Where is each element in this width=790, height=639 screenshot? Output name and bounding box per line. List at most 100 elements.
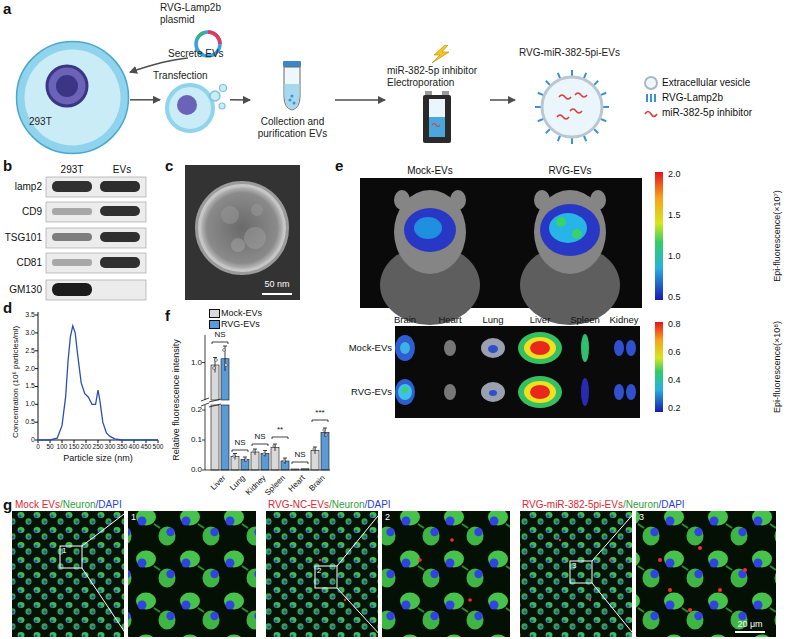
bar-chart (325, 434, 327, 436)
cell-shape (177, 95, 197, 115)
bar-chart (221, 405, 229, 470)
ivis-mice (572, 229, 582, 239)
electroporation-cuvette (423, 95, 451, 143)
figure-label: 200 (81, 443, 92, 450)
ev-shape (558, 136, 560, 142)
ivis-mice (540, 204, 600, 256)
tube-shape (285, 84, 300, 110)
western-blot (100, 181, 140, 192)
legend-icons (645, 77, 657, 117)
figure-label: 0 (31, 436, 35, 444)
western-blot (46, 280, 146, 300)
ivis-mice (360, 172, 663, 325)
cell-shape (210, 91, 220, 101)
bar-chart (202, 363, 205, 471)
figure-label: 1.5 (25, 382, 35, 390)
microscopy (668, 588, 672, 592)
ivis-mice (534, 190, 606, 274)
ivis-organs (524, 337, 556, 359)
ev-shape (601, 119, 607, 121)
microscopy (589, 599, 591, 601)
ivis-mice (549, 213, 587, 243)
title-part: /Neuron (329, 499, 365, 511)
ev-shape (546, 81, 550, 85)
western-blot (100, 206, 140, 216)
panel-letter: e (335, 157, 343, 174)
bar-chart (273, 445, 275, 447)
figure-label: 0.1 (191, 435, 202, 444)
figure-label: Liver (208, 473, 227, 492)
bar-chart (201, 398, 221, 407)
ivis-organs (581, 334, 589, 362)
bar-chart (211, 405, 219, 470)
ivis-mice (655, 172, 663, 300)
process-node: Secrete EVs (160, 48, 230, 133)
figure-label: 293T (61, 164, 84, 176)
em-image (251, 204, 263, 216)
electroporation-cuvette (429, 99, 445, 137)
cell-shape (15, 40, 130, 155)
bar-chart (323, 429, 325, 431)
ivis-organs (518, 376, 562, 408)
microscopy (468, 598, 472, 602)
ev-shape (557, 115, 569, 119)
bar-chart (211, 359, 329, 470)
ev-shape (603, 106, 609, 108)
bar-chart (321, 433, 329, 471)
ivis-organs (395, 326, 640, 418)
panel-letter: b (3, 157, 12, 174)
microscopy (592, 511, 636, 561)
panel-letter: f (165, 307, 170, 324)
legend-label: Extracellular vesicle (662, 77, 750, 89)
em-image (262, 293, 292, 295)
tube-shape (289, 99, 292, 102)
ivis-organs (395, 335, 415, 361)
ivis-mice (414, 217, 442, 239)
microscopy (337, 511, 382, 566)
panel-letter: g (3, 496, 12, 513)
figure-label: 2 (385, 512, 390, 522)
ivis-organs (518, 332, 562, 364)
figure-label: *** (315, 408, 324, 417)
em-image (244, 227, 266, 249)
ivis-mice (404, 208, 456, 252)
bar-chart (283, 460, 285, 462)
figure-label: Mock-EVs (407, 165, 453, 177)
figure-label: 0.4 (668, 375, 681, 385)
size-chart (35, 312, 158, 443)
ivis-mice (534, 190, 550, 210)
ivis-organs (626, 384, 636, 400)
panel-letter: a (3, 0, 11, 17)
figure-label: 400 (129, 443, 140, 450)
ivis-organs (400, 342, 410, 354)
microscopy (319, 559, 321, 561)
figure-label: Epi-fluorescence(×10⁷) (772, 190, 782, 282)
tube-shape (291, 95, 294, 98)
ev-shape (575, 93, 587, 97)
size-chart (38, 312, 39, 440)
microscopy (12, 511, 124, 637)
ivis-organs (581, 378, 589, 406)
figure-label: Mock-EVs (349, 343, 392, 354)
ev-shape (542, 77, 602, 137)
panel-letter: d (3, 299, 12, 316)
em-image (231, 238, 245, 252)
microscopy (450, 538, 454, 542)
western-blot (100, 232, 140, 242)
microscopy (60, 511, 765, 637)
figure-label: NS (294, 450, 305, 459)
western-blot (52, 283, 92, 296)
microscopy (570, 561, 592, 583)
microscopy (60, 546, 82, 568)
flow-arrow (130, 99, 160, 101)
em-image (185, 165, 300, 300)
figure-label: 300 (105, 443, 116, 450)
western-blot (46, 202, 146, 222)
size-chart (35, 315, 38, 440)
bar-chart (201, 335, 330, 470)
electroporation-cuvette (432, 124, 440, 127)
electroporation-cuvette (432, 45, 449, 63)
title-part: RVG-miR-382-5pi-EVs (522, 499, 623, 511)
title-part: /DAPI (365, 499, 391, 511)
